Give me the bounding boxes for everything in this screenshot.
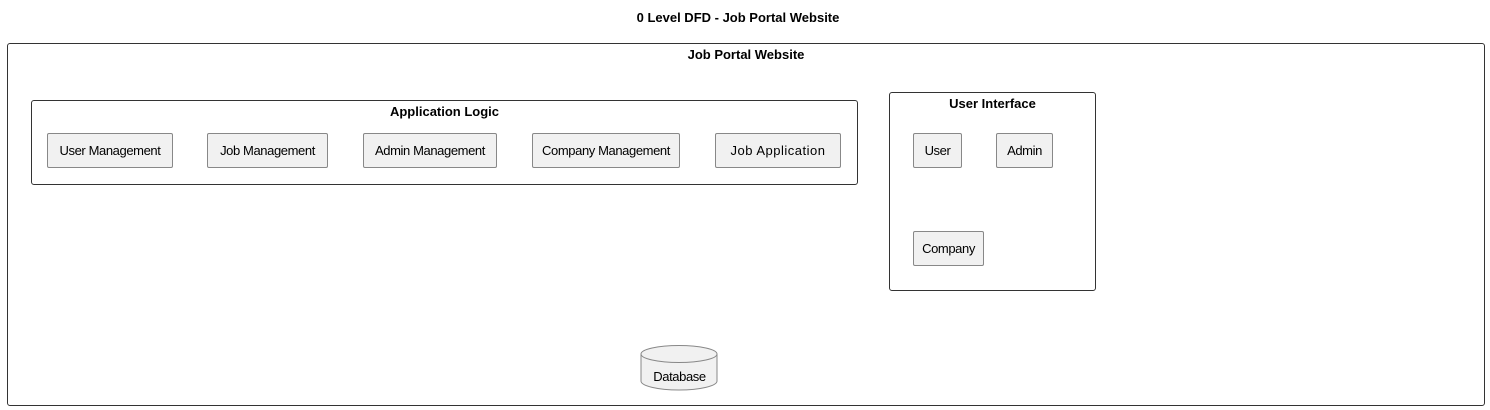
process-company-management: Company Management [532, 133, 680, 168]
diagram-title: 0 Level DFD - Job Portal Website [636, 10, 840, 25]
entity-user: User [913, 133, 962, 168]
process-admin-management: Admin Management [363, 133, 497, 168]
entity-admin: Admin [996, 133, 1053, 168]
process-job-management: Job Management [207, 133, 328, 168]
application-logic-label: Application Logic [389, 104, 500, 119]
system-label: Job Portal Website [687, 47, 805, 62]
database-label: Database [653, 369, 706, 384]
database-cylinder-icon [640, 345, 718, 391]
entity-company: Company [913, 231, 984, 266]
user-interface-label: User Interface [949, 96, 1036, 111]
database-store: Database [640, 345, 719, 391]
process-job-application: Job Application [715, 133, 841, 168]
process-user-management: User Management [47, 133, 173, 168]
system-boundary: Job Portal Website [7, 43, 1485, 406]
